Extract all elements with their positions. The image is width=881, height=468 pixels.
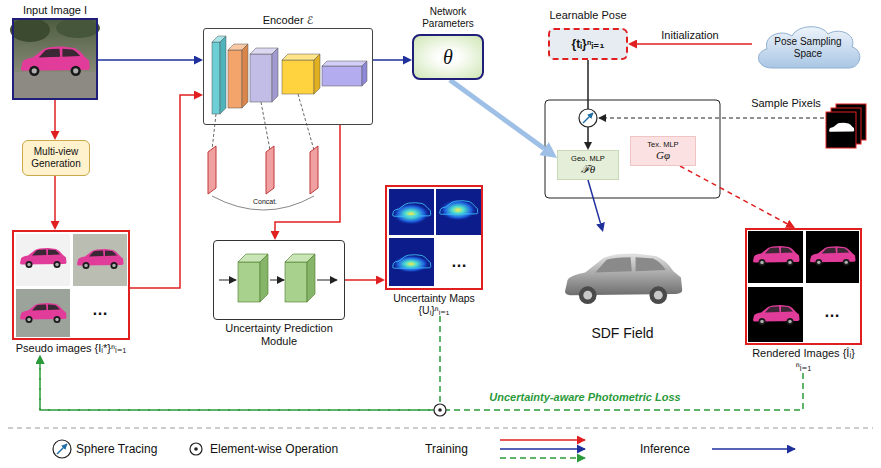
ellipsis: … <box>451 252 467 271</box>
box-heading: Learnable Pose <box>548 8 628 22</box>
box-heading: Network Parameters <box>412 6 484 30</box>
image-set-frame <box>12 230 130 340</box>
panel-heading: Input Image I <box>12 2 98 18</box>
flow-arrow <box>450 80 544 149</box>
edge-label: Uncertainty-aware Photometric Loss <box>487 391 682 404</box>
input-label: Sample Pixels <box>751 97 821 110</box>
flow-arrow <box>40 364 803 410</box>
ellipsis: … <box>824 302 840 321</box>
flow-arrow <box>54 100 56 131</box>
module-frame <box>213 240 345 320</box>
image-set-panel: Pseudo images {Iᵢ*}ⁿᵢ₌₁ <box>12 230 130 355</box>
sdf-car <box>565 254 682 304</box>
feature-maps <box>208 94 318 210</box>
sample-arrow <box>599 117 824 118</box>
input-photo <box>10 18 100 98</box>
mlp-frame: Tex. MLPGφ <box>630 136 696 166</box>
renderer-box <box>545 100 720 198</box>
mlp-frame: Geo. MLPℱθ <box>557 150 619 180</box>
mlp-box: Tex. MLPGφ <box>630 136 696 166</box>
encoder-frame <box>203 28 373 125</box>
pseudo-photos <box>16 234 127 337</box>
image-set-panel: Rendered Images {Îᵢ}ⁿᵢ₌₁ <box>745 228 862 373</box>
pose-symbol: {tᵢ}ⁿᵢ₌₁ <box>572 37 605 51</box>
prediction-layers <box>238 254 315 302</box>
module-caption: Uncertainty Prediction Module <box>213 322 345 348</box>
flow-arrow <box>680 166 787 224</box>
cloud-label: Pose Sampling Space <box>752 36 864 60</box>
mask-stack <box>826 104 866 148</box>
block-heading: Encoder ℰ <box>203 12 373 28</box>
flow-arrow <box>345 279 376 281</box>
mlp-name: Geo. MLP <box>571 154 605 163</box>
concat-label: Concat. <box>253 198 277 206</box>
encoder-block: Encoder ℰ <box>203 12 373 125</box>
sampling-cloud: Pose Sampling Space <box>752 22 864 74</box>
sdf-panel: SDF Field <box>555 232 690 342</box>
mlp-symbol: Gφ <box>656 149 670 162</box>
flow-arrow <box>40 316 440 410</box>
mlp-symbol: ℱθ <box>581 163 595 176</box>
legend-text: Sphere Tracing <box>76 442 157 456</box>
image-set-frame <box>745 228 862 345</box>
image-set-panel: Uncertainty Maps {Uᵢ}ⁿᵢ₌₁ <box>385 185 483 316</box>
pose-frame: {tᵢ}ⁿᵢ₌₁ <box>548 28 628 60</box>
parameter-frame: θ <box>412 34 484 80</box>
panel-caption: Pseudo images {Iᵢ*}ⁿᵢ₌₁ <box>12 342 130 355</box>
flow-arrow <box>588 180 601 223</box>
uncertainty-heatmaps <box>389 189 481 286</box>
process-frame: Multi-view Generation <box>22 140 90 176</box>
legend-text: Element-wise Operation <box>210 442 338 456</box>
flow-arrow <box>637 43 752 45</box>
legend-separator <box>8 428 873 429</box>
panel-caption: Uncertainty Maps {Uᵢ}ⁿᵢ₌₁ <box>385 292 483 316</box>
rendered-photos <box>748 231 859 342</box>
elementwise-symbol <box>434 404 446 416</box>
input-image-panel: Input Image I <box>12 2 98 100</box>
legend-sphere-symbol <box>53 440 71 458</box>
sphere-tracing-symbol <box>579 109 597 127</box>
edge-label: Initialization <box>659 29 720 42</box>
flow-arrow <box>373 59 403 61</box>
flow-arrow <box>275 125 340 231</box>
pose-box: Learnable Pose {tᵢ}ⁿᵢ₌₁ <box>548 8 628 60</box>
sdf-frame <box>555 232 690 322</box>
parameter-symbol: θ <box>443 45 453 69</box>
panel-caption: SDF Field <box>555 324 690 342</box>
panel-caption: Rendered Images {Îᵢ}ⁿᵢ₌₁ <box>745 347 862 373</box>
flow-arrow <box>98 59 194 61</box>
module-box: Uncertainty Prediction Module <box>213 240 345 348</box>
flow-arrow <box>130 95 194 288</box>
legend-elementwise-symbol <box>190 443 202 455</box>
mlp-name: Tex. MLP <box>647 140 678 149</box>
cloud-frame: Pose Sampling Space <box>752 22 864 74</box>
flow-arrow <box>54 176 56 221</box>
mlp-box: Geo. MLPℱθ <box>557 150 619 180</box>
image-set-frame <box>385 185 483 290</box>
image-frame <box>12 18 98 100</box>
process-box: Multi-view Generation <box>22 140 90 176</box>
ellipsis: … <box>92 300 108 319</box>
legend-text: Inference <box>640 442 690 456</box>
prediction-arrows <box>219 280 337 281</box>
legend-samples <box>500 440 795 458</box>
encoder-layers <box>212 36 367 114</box>
legend-text: Training <box>425 442 468 456</box>
parameter-box: Network Parameters θ <box>412 6 484 80</box>
process-label: Multi-view Generation <box>26 146 86 170</box>
flow-arrow <box>587 60 589 142</box>
cloud-shape <box>758 27 859 68</box>
